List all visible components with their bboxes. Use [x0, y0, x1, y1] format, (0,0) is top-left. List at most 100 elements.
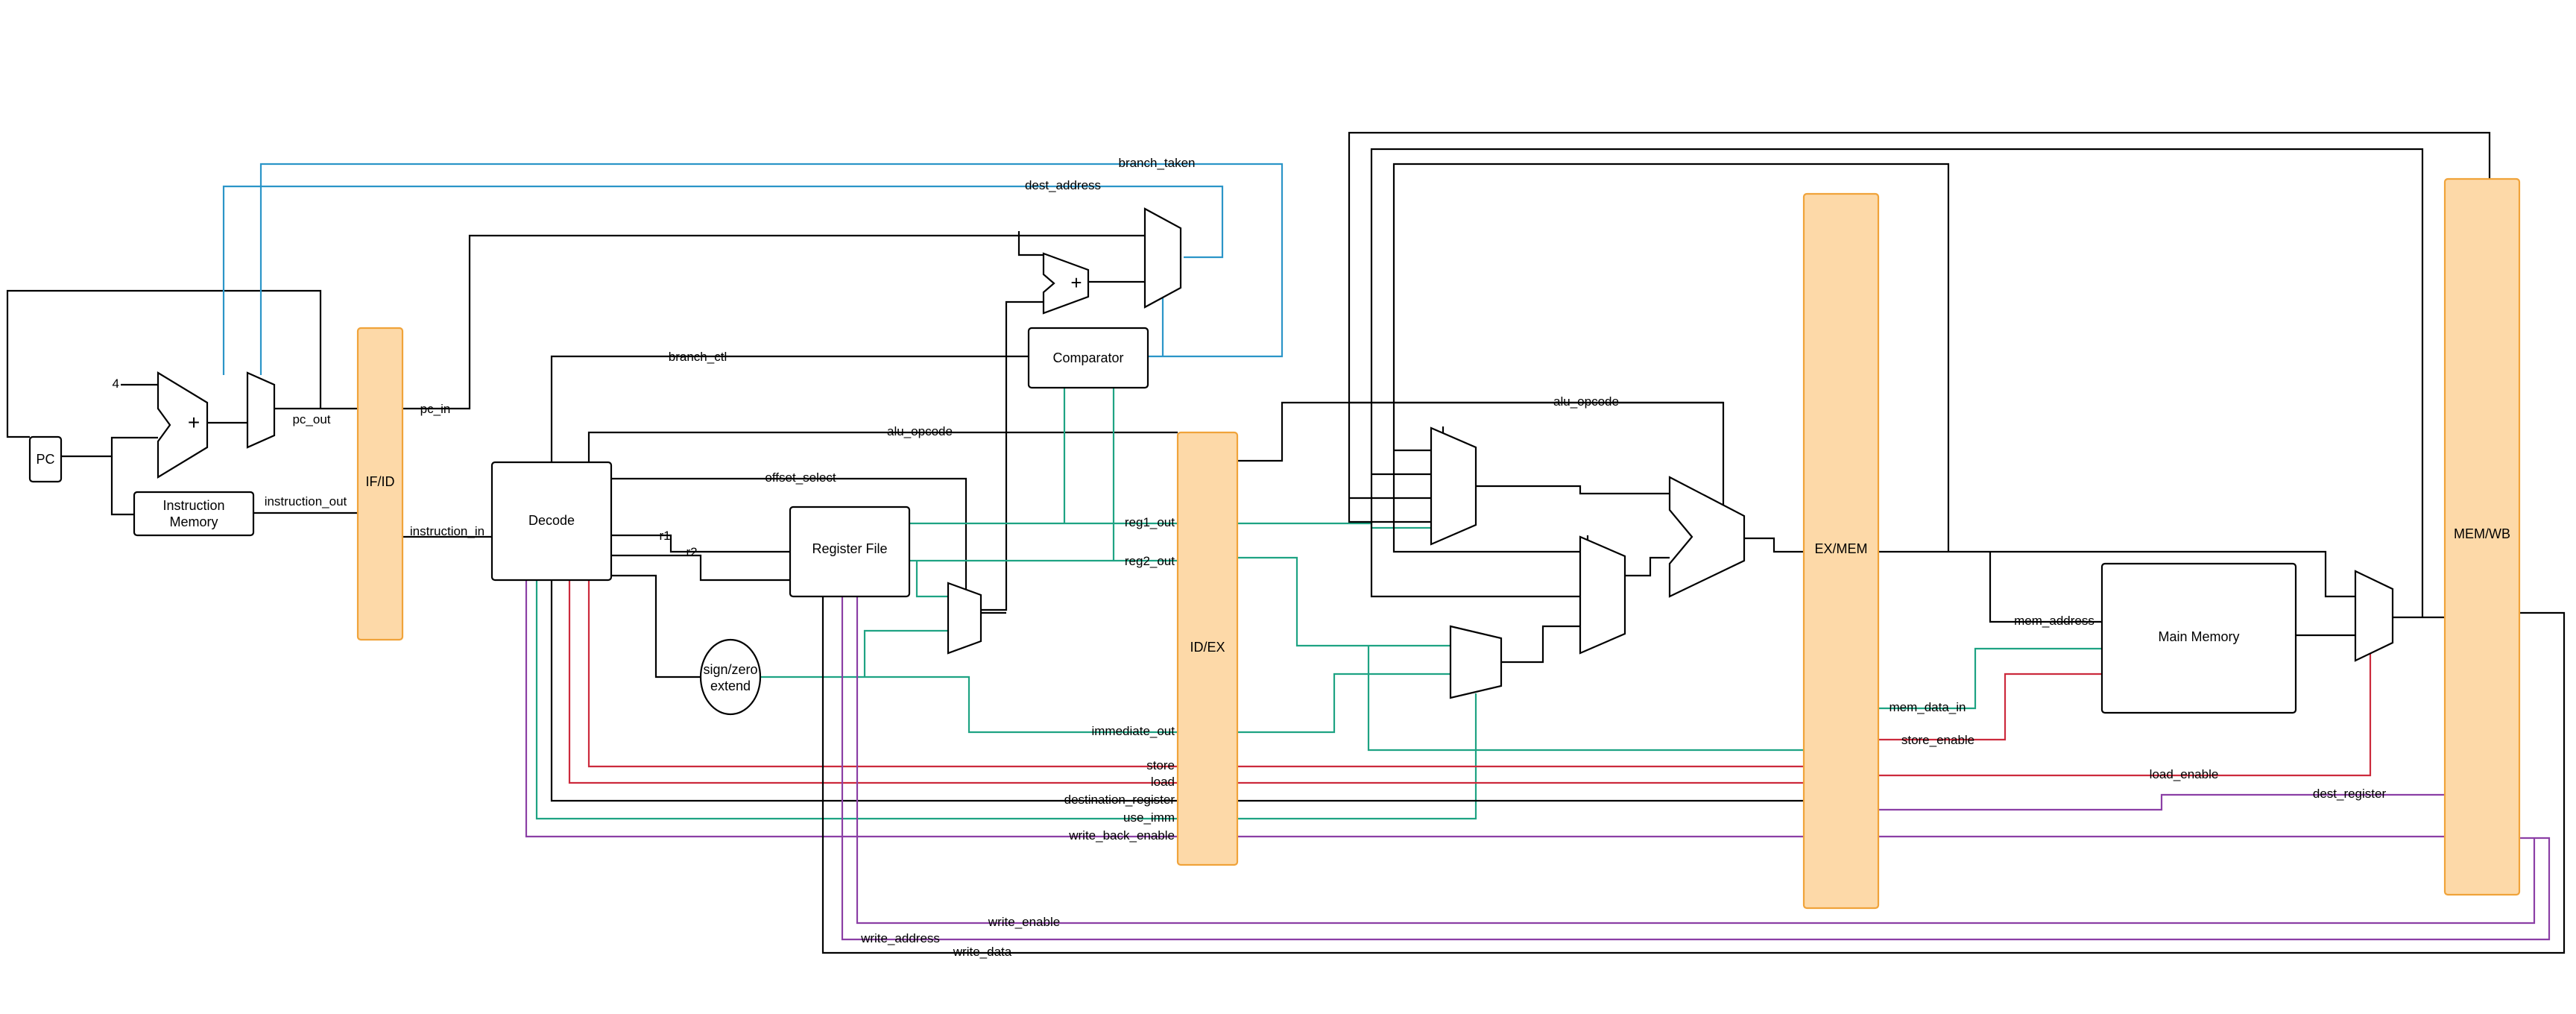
- pc-to-imem-wire: [110, 456, 134, 516]
- pc-in-wire: [402, 234, 1145, 410]
- reg1-ex-wire: [1237, 522, 1431, 529]
- imm-mux-out: [1501, 625, 1580, 664]
- forward-mux-b: [1579, 535, 1626, 655]
- branch-ctl-label: branch_ctl: [669, 350, 727, 364]
- dest-register-wire: [1868, 793, 2445, 811]
- ex-mem-label: EX/MEM: [1814, 541, 1867, 556]
- dest-address-label: dest_address: [1025, 178, 1101, 192]
- blocks: PC 4 + Instruction Memory IF/ID Decode R…: [28, 177, 2521, 910]
- pc-out-label: pc_out: [292, 412, 330, 426]
- alu-opcode-ex-label: alu_opcode: [1553, 394, 1619, 409]
- fwd-green-wire: [1367, 646, 1804, 752]
- load-wire: [568, 580, 1178, 784]
- store-enable-wire: [1868, 673, 2102, 741]
- instruction-memory-label-2: Memory: [169, 514, 218, 529]
- mem-data-in-wire: [1868, 647, 2102, 710]
- branch-target-mux: [1143, 207, 1182, 309]
- branch-adder: [1042, 252, 1090, 315]
- instruction-in-label: instruction_in: [410, 524, 484, 538]
- offset-select-label: offset_select: [765, 470, 836, 485]
- pc-adder-symbol: +: [188, 411, 200, 434]
- if-id-label: IF/ID: [366, 474, 395, 489]
- use-imm-label: use_imm: [1123, 810, 1175, 825]
- main-memory-label: Main Memory: [2158, 629, 2239, 644]
- ex-mem-register: [1802, 192, 1880, 910]
- immediate-out-label: immediate_out: [1091, 724, 1175, 738]
- decode-block: [490, 461, 613, 582]
- signal-labels: branch_taken dest_address pc_out pc_in i…: [265, 156, 2387, 959]
- branch-taken-wire: [259, 163, 1284, 375]
- write-enable-wire: [856, 596, 2536, 925]
- alu: [1668, 476, 1746, 598]
- writeback-mux: [2354, 570, 2394, 662]
- destination-register-wire: [550, 580, 1178, 802]
- idex-top-wire: [1237, 401, 1725, 507]
- mem-wb-register: [2443, 177, 2521, 896]
- write-enable-label: write_enable: [988, 915, 1060, 929]
- id-ex-register: [1176, 431, 1239, 866]
- write-back-enable-label: write_back_enable: [1068, 828, 1175, 843]
- pc-select-mux: [246, 371, 276, 449]
- main-memory: [2100, 562, 2297, 714]
- forward-mux-a: [1430, 426, 1477, 546]
- load-enable-wire: [1868, 647, 2372, 777]
- constant-four: 4: [113, 377, 119, 391]
- write-data-wire: [821, 596, 2566, 954]
- adder-b-in-1: [1017, 231, 1044, 256]
- branch-ctl-wire: [550, 355, 1030, 462]
- pc-to-adder-wire: [61, 436, 158, 458]
- fwd-wire-3: [1392, 163, 1950, 553]
- pc-label: PC: [36, 452, 54, 467]
- mem-address-wire: [1989, 552, 2102, 623]
- instruction-memory-label-1: Instruction: [162, 498, 224, 513]
- branch-taken-label: branch_taken: [1118, 156, 1195, 170]
- id-ex-label: ID/EX: [1190, 640, 1225, 655]
- sign-extend-label-2: extend: [710, 678, 751, 693]
- pc-adder: [157, 371, 209, 479]
- write-back-enable-wire: [525, 580, 1178, 838]
- sign-extend: [699, 638, 762, 716]
- offset-select-mux: [947, 582, 982, 655]
- r1-label: r1: [659, 529, 670, 543]
- wires: [6, 131, 2566, 954]
- fwd-wire-2: [1370, 148, 2424, 617]
- alu-opcode-id-wire: [587, 431, 1178, 462]
- comparator: [1027, 327, 1149, 389]
- imm-ex-wire: [1237, 673, 1450, 734]
- reg1-out-label: reg1_out: [1125, 515, 1175, 529]
- mem-wb-label: MEM/WB: [2454, 526, 2510, 541]
- load-label: load: [1151, 775, 1175, 789]
- instruction-memory: [133, 491, 255, 537]
- store-label: store: [1146, 758, 1175, 772]
- reg2-ex-wire: [1237, 556, 1450, 647]
- fwd-wire-1: [1348, 131, 2491, 620]
- reg-to-mux-wire: [915, 561, 948, 598]
- load-enable-label: load_enable: [2150, 767, 2219, 781]
- decode-to-extend-wire: [611, 574, 701, 678]
- pc-feedback-wire: [6, 289, 322, 438]
- r2-wire: [611, 554, 790, 582]
- comparator-label: Comparator: [1052, 350, 1123, 365]
- instruction-out-label: instruction_out: [265, 494, 347, 508]
- decode-label: Decode: [528, 513, 575, 528]
- alu-out-wire: [1744, 537, 1804, 553]
- register-file: [789, 506, 911, 598]
- r1-wire: [611, 534, 790, 553]
- r2-label: r2: [686, 545, 697, 559]
- store-wire: [587, 580, 1178, 768]
- sign-extend-label-1: sign/zero: [703, 662, 757, 677]
- fwd-mux-a-out: [1476, 485, 1670, 495]
- offset-select-wire: [611, 477, 967, 595]
- write-address-label: write_address: [860, 931, 940, 945]
- use-imm-ex-wire: [1237, 693, 1477, 820]
- extend-to-mux-wire: [863, 629, 948, 677]
- use-imm-wire: [535, 580, 1178, 820]
- pc-register: [28, 435, 63, 483]
- fwd-mux-b-out: [1625, 556, 1670, 577]
- if-id-register: [356, 327, 404, 641]
- immediate-mux: [1449, 625, 1503, 699]
- dest-register-label: dest_register: [2313, 787, 2387, 801]
- register-file-label: Register File: [812, 541, 887, 556]
- branch-adder-symbol: +: [1070, 271, 1082, 294]
